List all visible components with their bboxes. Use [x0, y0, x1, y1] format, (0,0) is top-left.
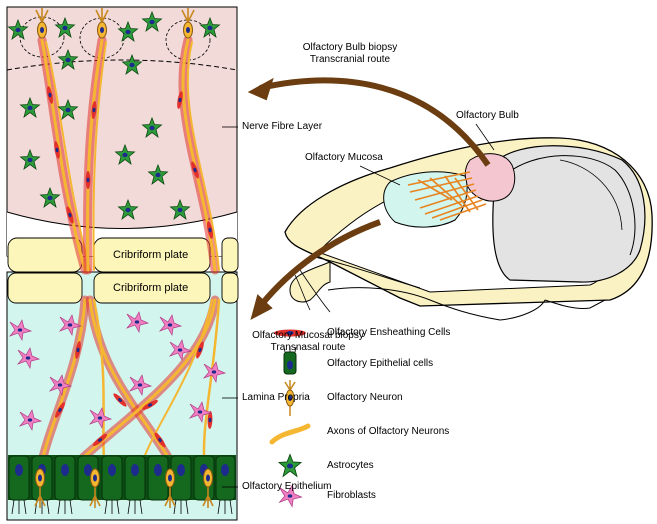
olfactory-mucosa-label: Olfactory Mucosa	[305, 152, 383, 164]
cribriform-block	[222, 273, 238, 303]
olfactory-bulb-label: Olfactory Bulb	[456, 110, 519, 122]
cribriform-plate-top-label: Cribriform plate	[113, 249, 188, 261]
axon-icon	[272, 426, 308, 442]
legend-label-fibroblast: Fibroblasts	[327, 490, 376, 502]
legend-label-neuron: Olfactory Neuron	[327, 392, 403, 404]
cribriform-block	[8, 273, 82, 303]
nerve-fibre-layer-label: Nerve Fibre Layer	[242, 121, 322, 133]
brain	[493, 146, 645, 282]
cribriform-plate-bottom-label: Cribriform plate	[113, 282, 188, 294]
cribriform-block	[8, 238, 82, 272]
legend-label-ensheathing: Olfactory Ensheathing Cells	[327, 327, 450, 339]
legend-label-epithelial: Olfactory Epithelial cells	[327, 358, 433, 370]
lamina-propria-label: Lamina Propria	[242, 392, 310, 404]
olfactory-epithelium-label: Olfactory Epithelium	[242, 481, 331, 493]
head-skull-outline	[285, 138, 652, 320]
bulb-biopsy-line2: Transcranial route	[290, 54, 410, 66]
legend-label-astrocyte: Astrocytes	[327, 460, 374, 472]
bulb-biopsy-label: Olfactory Bulb biopsy Transcranial route	[290, 42, 410, 66]
legend-icons	[272, 330, 308, 507]
astrocyte-icon	[279, 455, 301, 477]
mucosal-biopsy-line2: Transnasal route	[238, 342, 378, 354]
cribriform-block	[222, 238, 238, 272]
legend-label-axon: Axons of Olfactory Neurons	[327, 426, 449, 438]
bulb-biopsy-line1: Olfactory Bulb biopsy	[290, 42, 410, 54]
